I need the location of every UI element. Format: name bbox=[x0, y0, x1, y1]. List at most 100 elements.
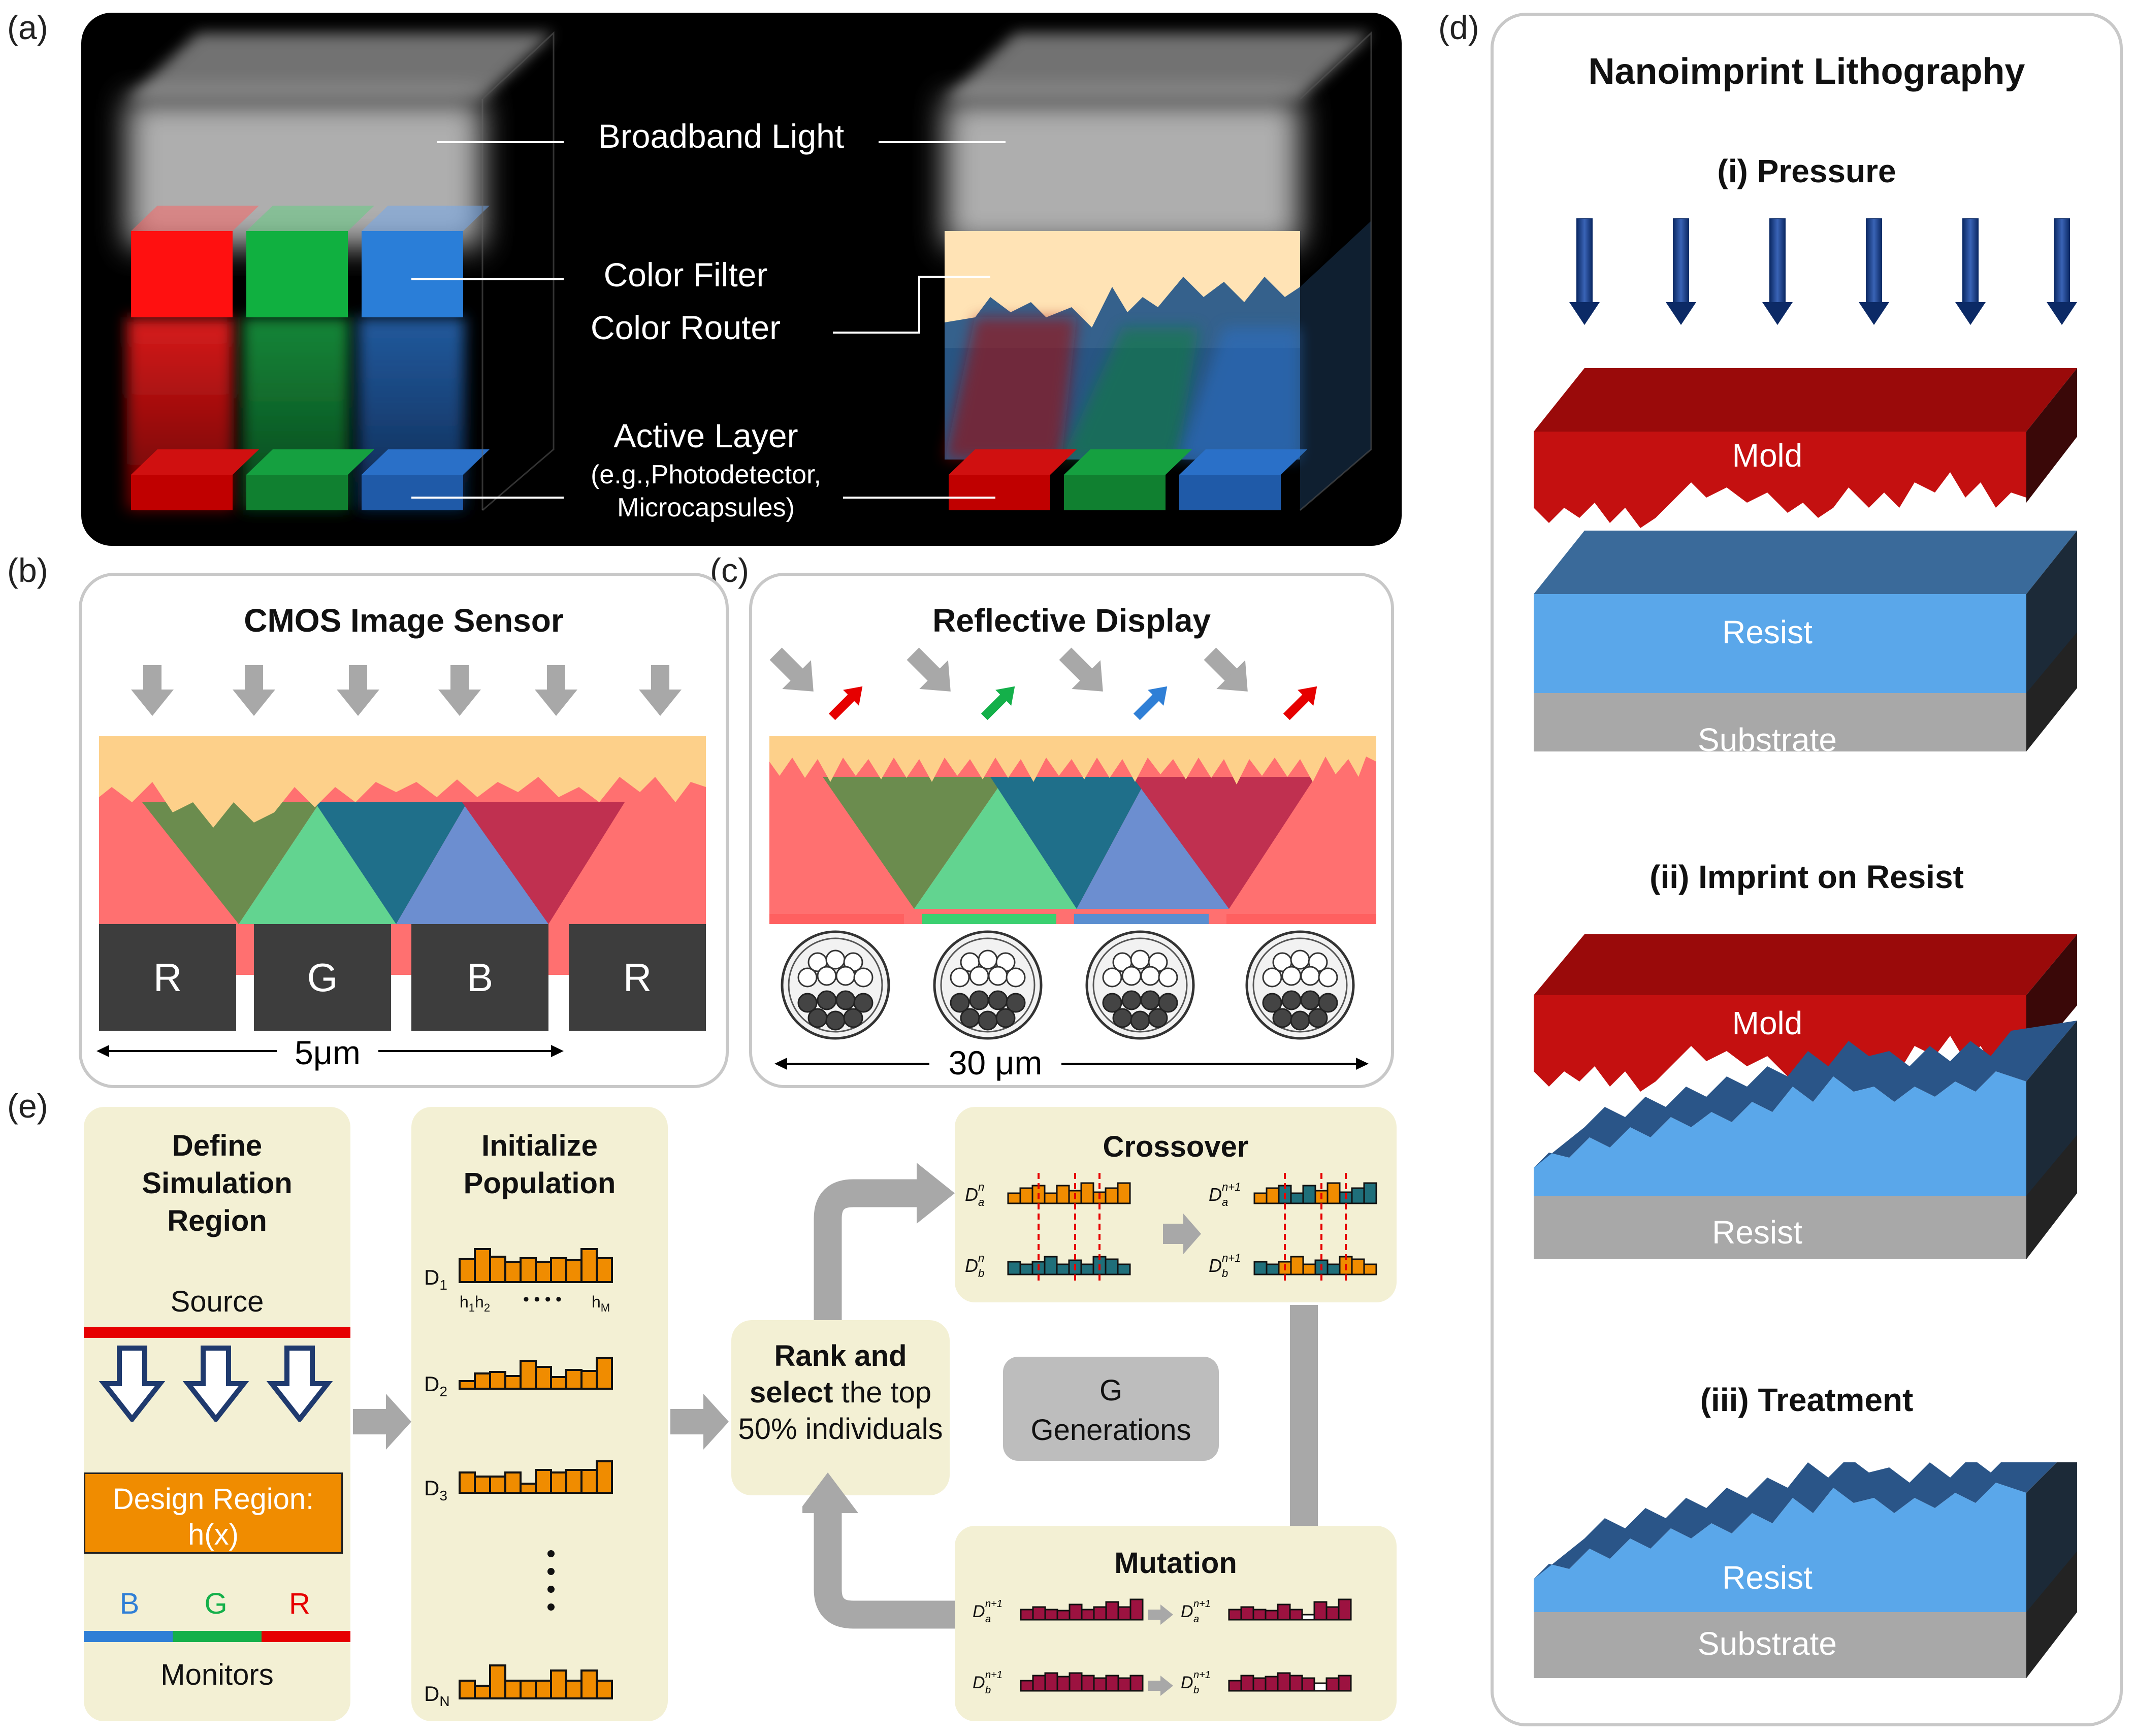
svg-text:n+1: n+1 bbox=[1222, 1181, 1241, 1193]
resist-label-1: Resist bbox=[1722, 614, 1813, 650]
mutation-title: Mutation bbox=[1114, 1547, 1237, 1580]
svg-text:D: D bbox=[1209, 1255, 1222, 1276]
monitor-g-line bbox=[173, 1631, 262, 1642]
monitor-g-label: G bbox=[204, 1587, 228, 1620]
nil-step2-stack bbox=[1534, 934, 2077, 1259]
monitor-b-line bbox=[84, 1631, 173, 1642]
svg-text:D2: D2 bbox=[424, 1372, 447, 1399]
svg-text:• • • •: • • • • bbox=[523, 1290, 562, 1309]
cmos-scale-label: 5μm bbox=[277, 1033, 378, 1072]
active-layer-note-2: Microcapsules) bbox=[617, 493, 795, 522]
svg-text:D: D bbox=[973, 1602, 985, 1621]
monitor-b-label: B bbox=[119, 1587, 140, 1620]
svg-text:hM: hM bbox=[592, 1293, 610, 1314]
rank-bold-1: Rank and bbox=[774, 1339, 907, 1372]
cmos-title: CMOS Image Sensor bbox=[244, 602, 564, 639]
nil-step1-stack bbox=[1534, 368, 2077, 751]
svg-text:D: D bbox=[1209, 1184, 1222, 1205]
microcapsule-3 bbox=[1085, 930, 1195, 1040]
pressure-arrows bbox=[1569, 218, 2078, 325]
pixel-r-2: R bbox=[569, 924, 706, 1031]
resist-label-3: Resist bbox=[1722, 1559, 1813, 1596]
source-label: Source bbox=[170, 1285, 264, 1318]
svg-text:b: b bbox=[1222, 1267, 1228, 1280]
svg-text:a: a bbox=[1222, 1196, 1228, 1208]
svg-text:D: D bbox=[973, 1673, 985, 1692]
nanoimprint-title: Nanoimprint Lithography bbox=[1588, 51, 2025, 92]
panel-a: Broadband Light Color Filter Color Route… bbox=[81, 13, 1402, 546]
svg-text:n+1: n+1 bbox=[985, 1669, 1002, 1681]
reflective-display-title: Reflective Display bbox=[932, 602, 1211, 639]
generations-box bbox=[1003, 1357, 1219, 1461]
step-pressure-title: (i) Pressure bbox=[1717, 153, 1896, 189]
rank-select-text: Rank and select the top 50% individuals bbox=[731, 1338, 950, 1448]
svg-text:n: n bbox=[978, 1181, 984, 1193]
flow-arrow-1 bbox=[353, 1394, 411, 1450]
svg-text:n+1: n+1 bbox=[1193, 1598, 1211, 1610]
microcapsule-1 bbox=[781, 930, 890, 1040]
active-layer-label: Active Layer bbox=[613, 417, 798, 454]
pixel-b: B bbox=[411, 924, 548, 1031]
svg-text:D: D bbox=[1181, 1673, 1193, 1692]
svg-text:n+1: n+1 bbox=[1193, 1669, 1211, 1681]
svg-text:b: b bbox=[1193, 1685, 1199, 1696]
population-bars: D1 D2 D3 DN h1h2 • • • • hM bbox=[424, 1248, 613, 1709]
panel-label-a: (a) bbox=[7, 9, 48, 46]
svg-text:D: D bbox=[965, 1184, 978, 1205]
reflective-illustration bbox=[761, 645, 1376, 1040]
source-down-arrows bbox=[96, 1346, 335, 1422]
flow-arrow-2 bbox=[670, 1394, 729, 1450]
svg-text:n+1: n+1 bbox=[985, 1598, 1002, 1610]
resist-label-2: Resist bbox=[1712, 1214, 1802, 1251]
substrate-label-1: Substrate bbox=[1698, 722, 1837, 758]
rank-rest: the top 50% individuals bbox=[738, 1376, 943, 1446]
init-population-title: Initialize Population bbox=[463, 1129, 616, 1200]
pixel-r-1: R bbox=[99, 924, 236, 1031]
svg-text:b: b bbox=[985, 1685, 991, 1696]
color-filter-cube bbox=[127, 31, 555, 511]
microcapsule-4 bbox=[1245, 930, 1355, 1040]
svg-text:D3: D3 bbox=[424, 1476, 447, 1503]
svg-text:D: D bbox=[965, 1255, 978, 1276]
step-imprint-title: (ii) Imprint on Resist bbox=[1649, 859, 1964, 895]
rank-bold-2: select bbox=[750, 1376, 833, 1409]
design-region-label: Design Region: h(x) bbox=[112, 1483, 314, 1551]
svg-text:a: a bbox=[985, 1614, 991, 1625]
source-line bbox=[84, 1327, 350, 1338]
crossover-title: Crossover bbox=[1103, 1130, 1249, 1163]
active-layer-note-1: (e.g.,Photodetector, bbox=[591, 460, 821, 489]
svg-text:n+1: n+1 bbox=[1222, 1252, 1241, 1264]
panel-label-b: (b) bbox=[7, 551, 48, 589]
pixel-g: G bbox=[254, 924, 391, 1031]
microcapsule-2 bbox=[933, 930, 1043, 1040]
monitor-r-label: R bbox=[289, 1587, 310, 1620]
svg-text:h1h2: h1h2 bbox=[460, 1293, 490, 1314]
reflective-scale-label: 30 μm bbox=[929, 1043, 1061, 1082]
color-filter-label: Color Filter bbox=[603, 256, 768, 293]
mold-label-1: Mold bbox=[1732, 437, 1803, 474]
svg-text:D1: D1 bbox=[424, 1265, 447, 1293]
svg-text:D: D bbox=[1181, 1602, 1193, 1621]
mold-label-2: Mold bbox=[1732, 1005, 1803, 1041]
define-region-title: Define Simulation Region bbox=[142, 1129, 293, 1237]
rank-select-box bbox=[731, 1320, 950, 1495]
panel-label-d: (d) bbox=[1438, 9, 1479, 46]
color-router-cube bbox=[945, 31, 1372, 511]
design-region-box bbox=[84, 1472, 343, 1554]
step-treatment-title: (iii) Treatment bbox=[1700, 1382, 1914, 1418]
nil-step3-stack bbox=[1534, 1462, 2077, 1678]
color-router-label: Color Router bbox=[590, 309, 781, 346]
panel-a-illustration bbox=[127, 31, 1372, 511]
monitor-r-line bbox=[262, 1631, 350, 1642]
svg-text:a: a bbox=[1193, 1614, 1199, 1625]
reflective-scale-arrow bbox=[774, 1058, 1369, 1070]
substrate-label-3: Substrate bbox=[1698, 1625, 1837, 1662]
monitors-label: Monitors bbox=[160, 1658, 274, 1691]
leader-lines bbox=[411, 141, 1006, 499]
broadband-light-label: Broadband Light bbox=[598, 117, 845, 155]
svg-text:a: a bbox=[978, 1196, 984, 1208]
svg-text:n: n bbox=[978, 1252, 984, 1264]
panel-d bbox=[1491, 13, 2123, 1726]
